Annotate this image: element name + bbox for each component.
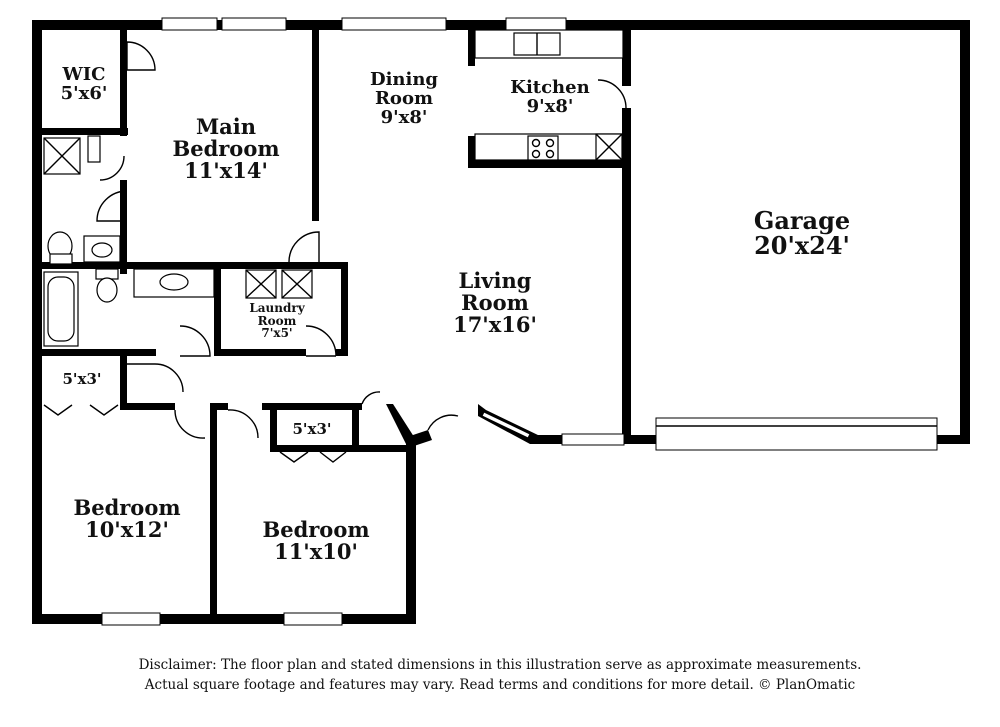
room-label-kitchen: Kitchen 9'x8' [510, 77, 590, 117]
disclaimer: Disclaimer: The floor plan and stated di… [0, 656, 1000, 695]
room-label-closet-left: 5'x3' [62, 370, 102, 388]
room-dims: 17'x16' [453, 312, 537, 338]
bath-fixtures [43, 135, 215, 347]
room-dims: 11'x10' [274, 539, 358, 565]
room-label-bedroom-mid: Bedroom 11'x10' [262, 517, 370, 565]
room-dims: 5'x3' [292, 420, 332, 438]
room-label-dining-room: Dining Room 9'x8' [369, 69, 439, 128]
windows [101, 17, 938, 626]
room-dims: 9'x8' [380, 106, 428, 128]
disclaimer-line1: Disclaimer: The floor plan and stated di… [138, 657, 862, 673]
room-dims: 10'x12' [85, 517, 169, 543]
room-label-bedroom-left: Bedroom 10'x12' [73, 495, 181, 543]
room-name-line1: Laundry [249, 301, 305, 315]
room-name-line1: Living [458, 268, 532, 293]
room-label-living-room: Living Room 17'x16' [453, 268, 537, 338]
interior-walls [38, 26, 631, 619]
room-name-line1: Dining [369, 69, 439, 90]
room-name: Bedroom [262, 517, 370, 542]
closet-doors [43, 404, 347, 463]
room-name: Bedroom [73, 495, 181, 520]
room-label-garage: Garage 20'x24' [753, 206, 851, 261]
room-name: WIC [62, 64, 106, 85]
laundry-fixtures [245, 269, 313, 299]
door-swings [96, 29, 627, 439]
room-dims: 20'x24' [754, 231, 850, 261]
kitchen-fixtures [474, 29, 624, 161]
room-label-main-bedroom: Main Bedroom 11'x14' [172, 114, 280, 184]
room-name: Kitchen [510, 77, 590, 98]
room-name-line1: Main [195, 114, 257, 139]
disclaimer-line2: Actual square footage and features may v… [144, 676, 856, 693]
room-name: Garage [753, 206, 851, 235]
room-label-wic: WIC 5'x6' [60, 64, 108, 104]
room-name-line2: Room [374, 87, 434, 109]
room-name-line2: Bedroom [172, 136, 280, 162]
room-dims: 9'x8' [526, 95, 574, 117]
room-dims: 5'x3' [62, 370, 102, 388]
room-name-line2: Room [257, 313, 297, 328]
room-label-closet-mid: 5'x3' [292, 420, 332, 438]
room-dims: 7'x5' [261, 326, 293, 341]
room-dims: 5'x6' [60, 82, 108, 104]
room-label-laundry-room: Laundry Room 7'x5' [249, 302, 304, 340]
room-name-line2: Room [461, 290, 529, 316]
room-dims: 11'x14' [184, 158, 268, 184]
